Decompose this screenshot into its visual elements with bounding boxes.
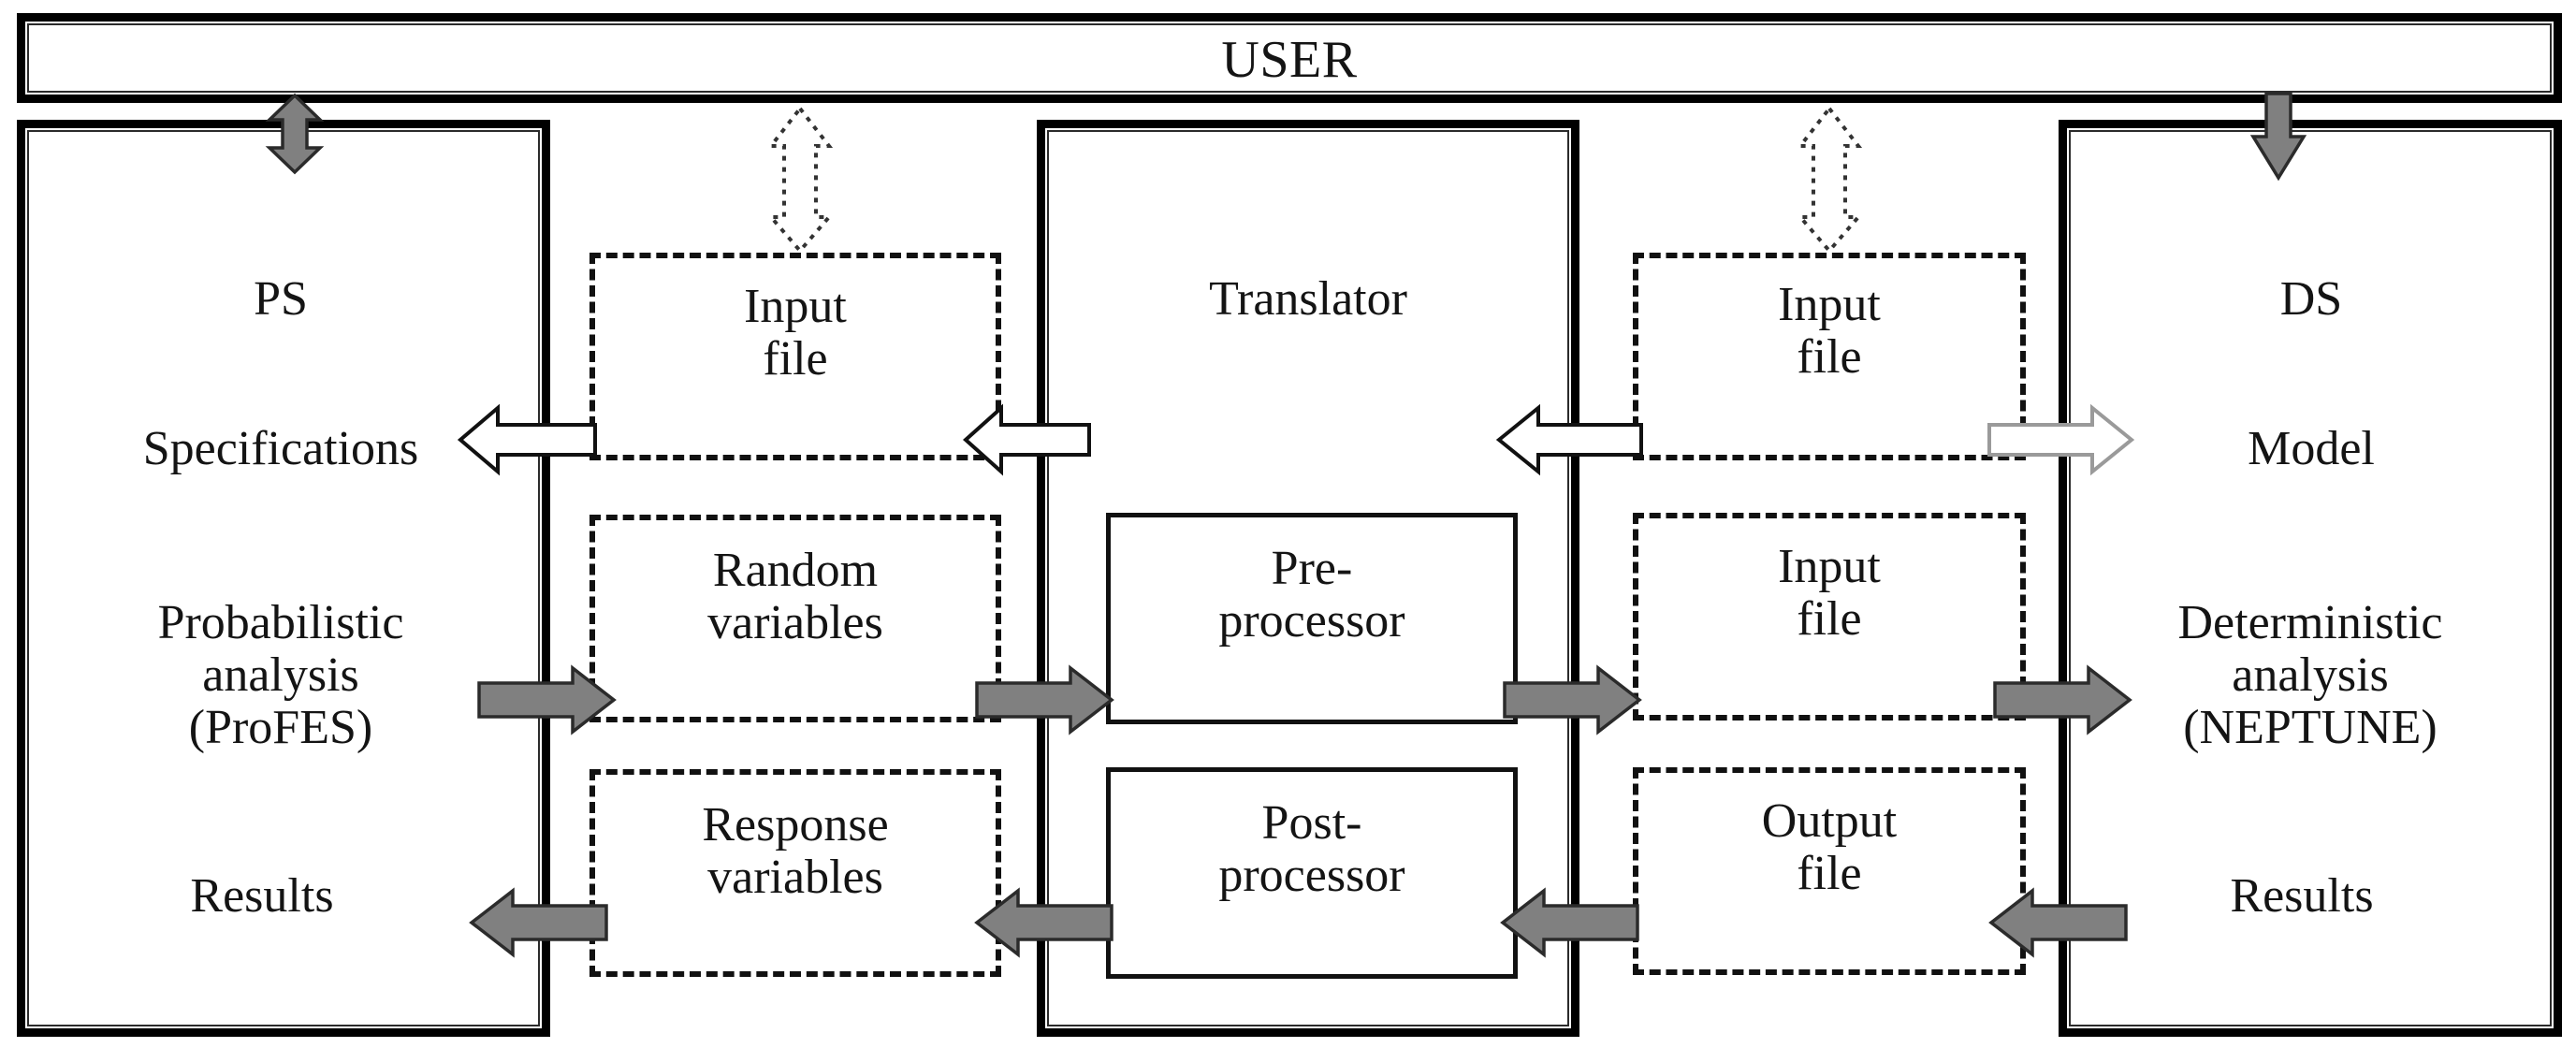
postprocessor-box [1106, 767, 1518, 979]
ds-input-file-middle-label: Input file [1778, 540, 1881, 647]
ds-analysis-label: Deterministic analysis (NEPTUNE) [2177, 596, 2443, 755]
ps-heading: PS [254, 272, 308, 326]
ds-heading: DS [2279, 272, 2343, 326]
ps-subheading: Specifications [142, 422, 419, 475]
user-to-ps-input-file-dotted-arrow [766, 105, 834, 255]
ds-input-file-top-label: Input file [1778, 278, 1881, 385]
ds-input-file-top-box [1633, 253, 2026, 460]
ds-results-to-output-file-arrow [1988, 887, 2128, 958]
ds-results-label: Results [2230, 869, 2374, 923]
response-variables-box [589, 769, 1001, 977]
random-variables-to-preprocessor-arrow [975, 664, 1114, 735]
ds-output-file-box [1633, 767, 2026, 975]
preprocessor-to-ds-input-file-arrow [1503, 664, 1642, 735]
random-variables-box [589, 515, 1001, 722]
preprocessor-label: Pre- processor [1218, 542, 1405, 648]
translator-to-ps-input-file-arrow [963, 403, 1091, 476]
ps-analysis-label: Probabilistic analysis (ProFES) [157, 596, 404, 755]
ds-output-file-label: Output file [1761, 794, 1898, 901]
ps-results-label: Results [190, 869, 334, 923]
translator-heading: Translator [1209, 272, 1407, 326]
user-to-ps-bidirectional-arrow [265, 93, 325, 175]
postprocessor-to-response-variables-arrow [974, 887, 1113, 958]
ds-input-file-to-translator-arrow [1495, 403, 1643, 476]
ps-analysis-to-random-variables-arrow [477, 664, 617, 735]
postprocessor-label: Post- processor [1218, 796, 1405, 903]
ps-input-file-label: Input file [744, 280, 847, 386]
user-to-ds-arrow [2249, 92, 2307, 182]
user-box-label: USER [1221, 31, 1358, 89]
response-variables-label: Response variables [702, 798, 889, 905]
ds-subheading: Model [2248, 422, 2375, 475]
ds-input-file-to-ds-analysis-arrow [1993, 664, 2132, 735]
ps-input-file-box [589, 253, 1001, 460]
preprocessor-box [1106, 513, 1518, 724]
random-variables-label: Random variables [707, 544, 883, 650]
ds-model-to-ds-input-file-arrow [1987, 403, 2135, 476]
user-to-ds-input-file-dotted-arrow [1796, 105, 1863, 255]
response-variables-to-ps-results-arrow [469, 887, 608, 958]
ds-input-file-middle-box [1633, 513, 2026, 720]
output-file-to-postprocessor-arrow [1500, 887, 1639, 958]
input-file-to-ps-specifications-arrow [457, 403, 597, 476]
